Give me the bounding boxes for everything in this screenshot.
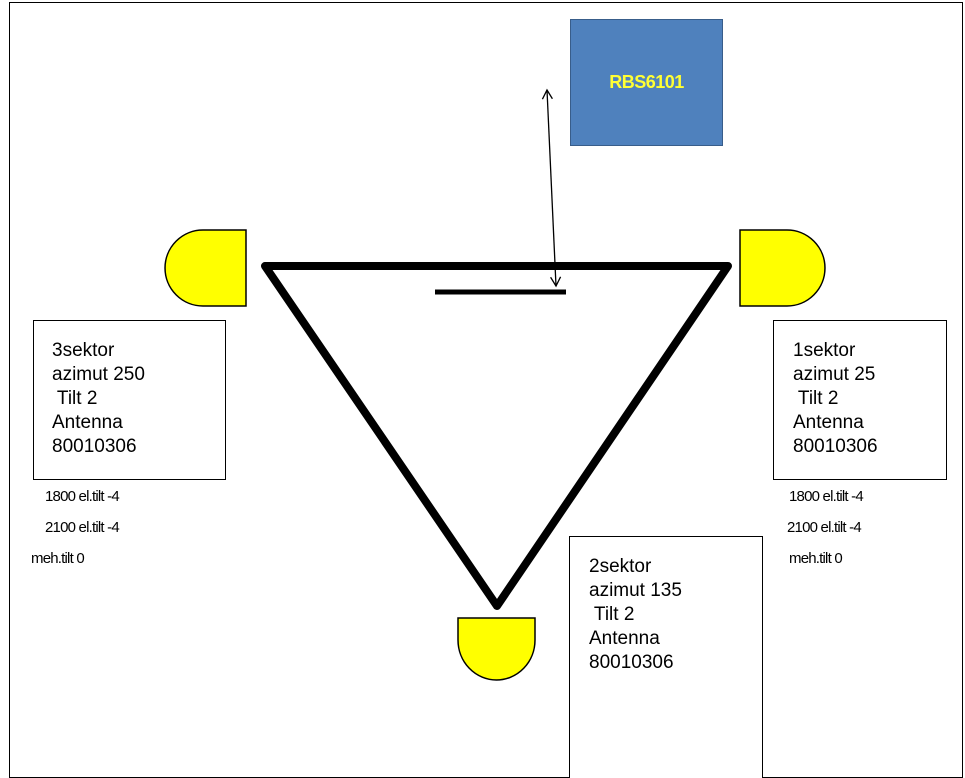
- sector-3-meh-tilt: meh.tilt 0: [31, 550, 85, 567]
- antenna-sector-3-icon: [164, 229, 247, 307]
- sector-1-title: 1sektor: [793, 340, 856, 361]
- sector-3-tilt: Tilt 2: [52, 388, 98, 409]
- sector-2-antenna-label: Antenna: [589, 628, 660, 649]
- sector-1-tilt-1800: 1800 el.tilt -4: [789, 488, 864, 505]
- connection-arrow: [541, 88, 562, 288]
- sector-3-title: 3sektor: [52, 340, 115, 361]
- antenna-sector-2-icon: [457, 617, 536, 681]
- sector-1-meh-tilt: meh.tilt 0: [789, 550, 843, 567]
- mast-triangle: [261, 262, 732, 610]
- sector-3-antenna-model: 80010306: [52, 436, 137, 457]
- rbs-box: RBS6101: [570, 19, 723, 146]
- sector-3-info-box: 3sektor azimut 250 Tilt 2 Antenna 800103…: [33, 320, 226, 480]
- sector-1-antenna-model: 80010306: [793, 436, 878, 457]
- sector-2-tilt: Tilt 2: [589, 604, 635, 625]
- sector-3-tilt-2100: 2100 el.tilt -4: [45, 519, 120, 536]
- sector-1-tilt: Tilt 2: [793, 388, 839, 409]
- sector-2-info-box: 2sektor azimut 135 Tilt 2 Antenna 800103…: [569, 536, 763, 778]
- sector-1-azimuth: azimut 25: [793, 364, 876, 385]
- sector-3-azimuth: azimut 250: [52, 364, 145, 385]
- sector-1-tilt-2100: 2100 el.tilt -4: [787, 519, 862, 536]
- sector-2-azimuth: azimut 135: [589, 580, 682, 601]
- sector-2-antenna-model: 80010306: [589, 652, 674, 673]
- rbs-label: RBS6101: [609, 72, 684, 92]
- sector-1-antenna-label: Antenna: [793, 412, 864, 433]
- sector-1-tilt-details: 1800 el.tilt -4 2100 el.tilt -4 meh.tilt…: [787, 481, 864, 574]
- sector-2-title: 2sektor: [589, 556, 652, 577]
- sector-3-tilt-details: 1800 el.tilt -4 2100 el.tilt -4 meh.tilt…: [31, 481, 120, 574]
- sector-1-info-box: 1sektor azimut 25 Tilt 2 Antenna 8001030…: [773, 320, 947, 480]
- antenna-sector-1-icon: [739, 229, 826, 307]
- sector-3-antenna-label: Antenna: [52, 412, 123, 433]
- sector-3-tilt-1800: 1800 el.tilt -4: [45, 488, 120, 505]
